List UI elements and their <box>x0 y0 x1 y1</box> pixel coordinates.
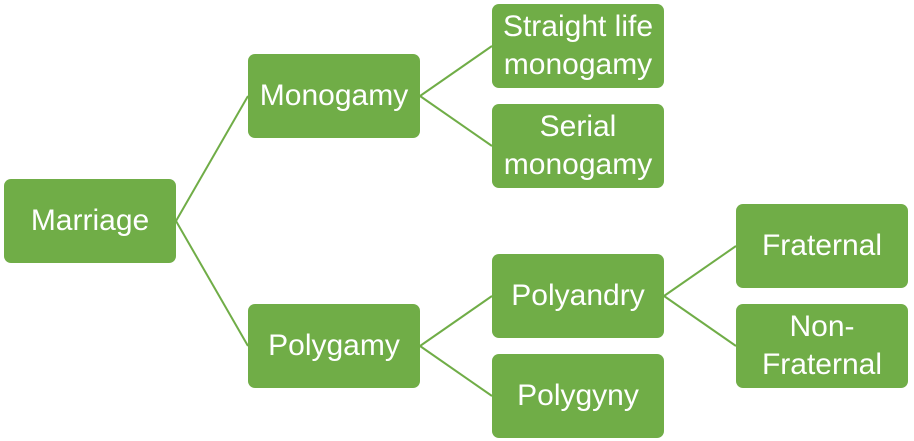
connector-polyandry-non-fraternal <box>663 295 737 347</box>
node-marriage: Marriage <box>4 179 176 263</box>
connector-polyandry-fraternal <box>663 245 737 297</box>
node-non-fraternal: Non- Fraternal <box>736 304 908 388</box>
node-monogamy: Monogamy <box>248 54 420 138</box>
node-polygyny: Polygyny <box>492 354 664 438</box>
connector-monogamy-serial <box>419 95 493 147</box>
connector-marriage-polygamy <box>175 220 249 347</box>
node-serial-monogamy: Serial monogamy <box>492 104 664 188</box>
node-straight-life-monogamy: Straight life monogamy <box>492 4 664 88</box>
node-fraternal: Fraternal <box>736 204 908 288</box>
node-polygamy: Polygamy <box>248 304 420 388</box>
connector-polygamy-polygyny <box>419 345 493 397</box>
connector-polygamy-polyandry <box>419 295 493 347</box>
connector-marriage-monogamy <box>175 95 249 222</box>
node-polyandry: Polyandry <box>492 254 664 338</box>
connector-monogamy-straight-life <box>419 45 493 97</box>
